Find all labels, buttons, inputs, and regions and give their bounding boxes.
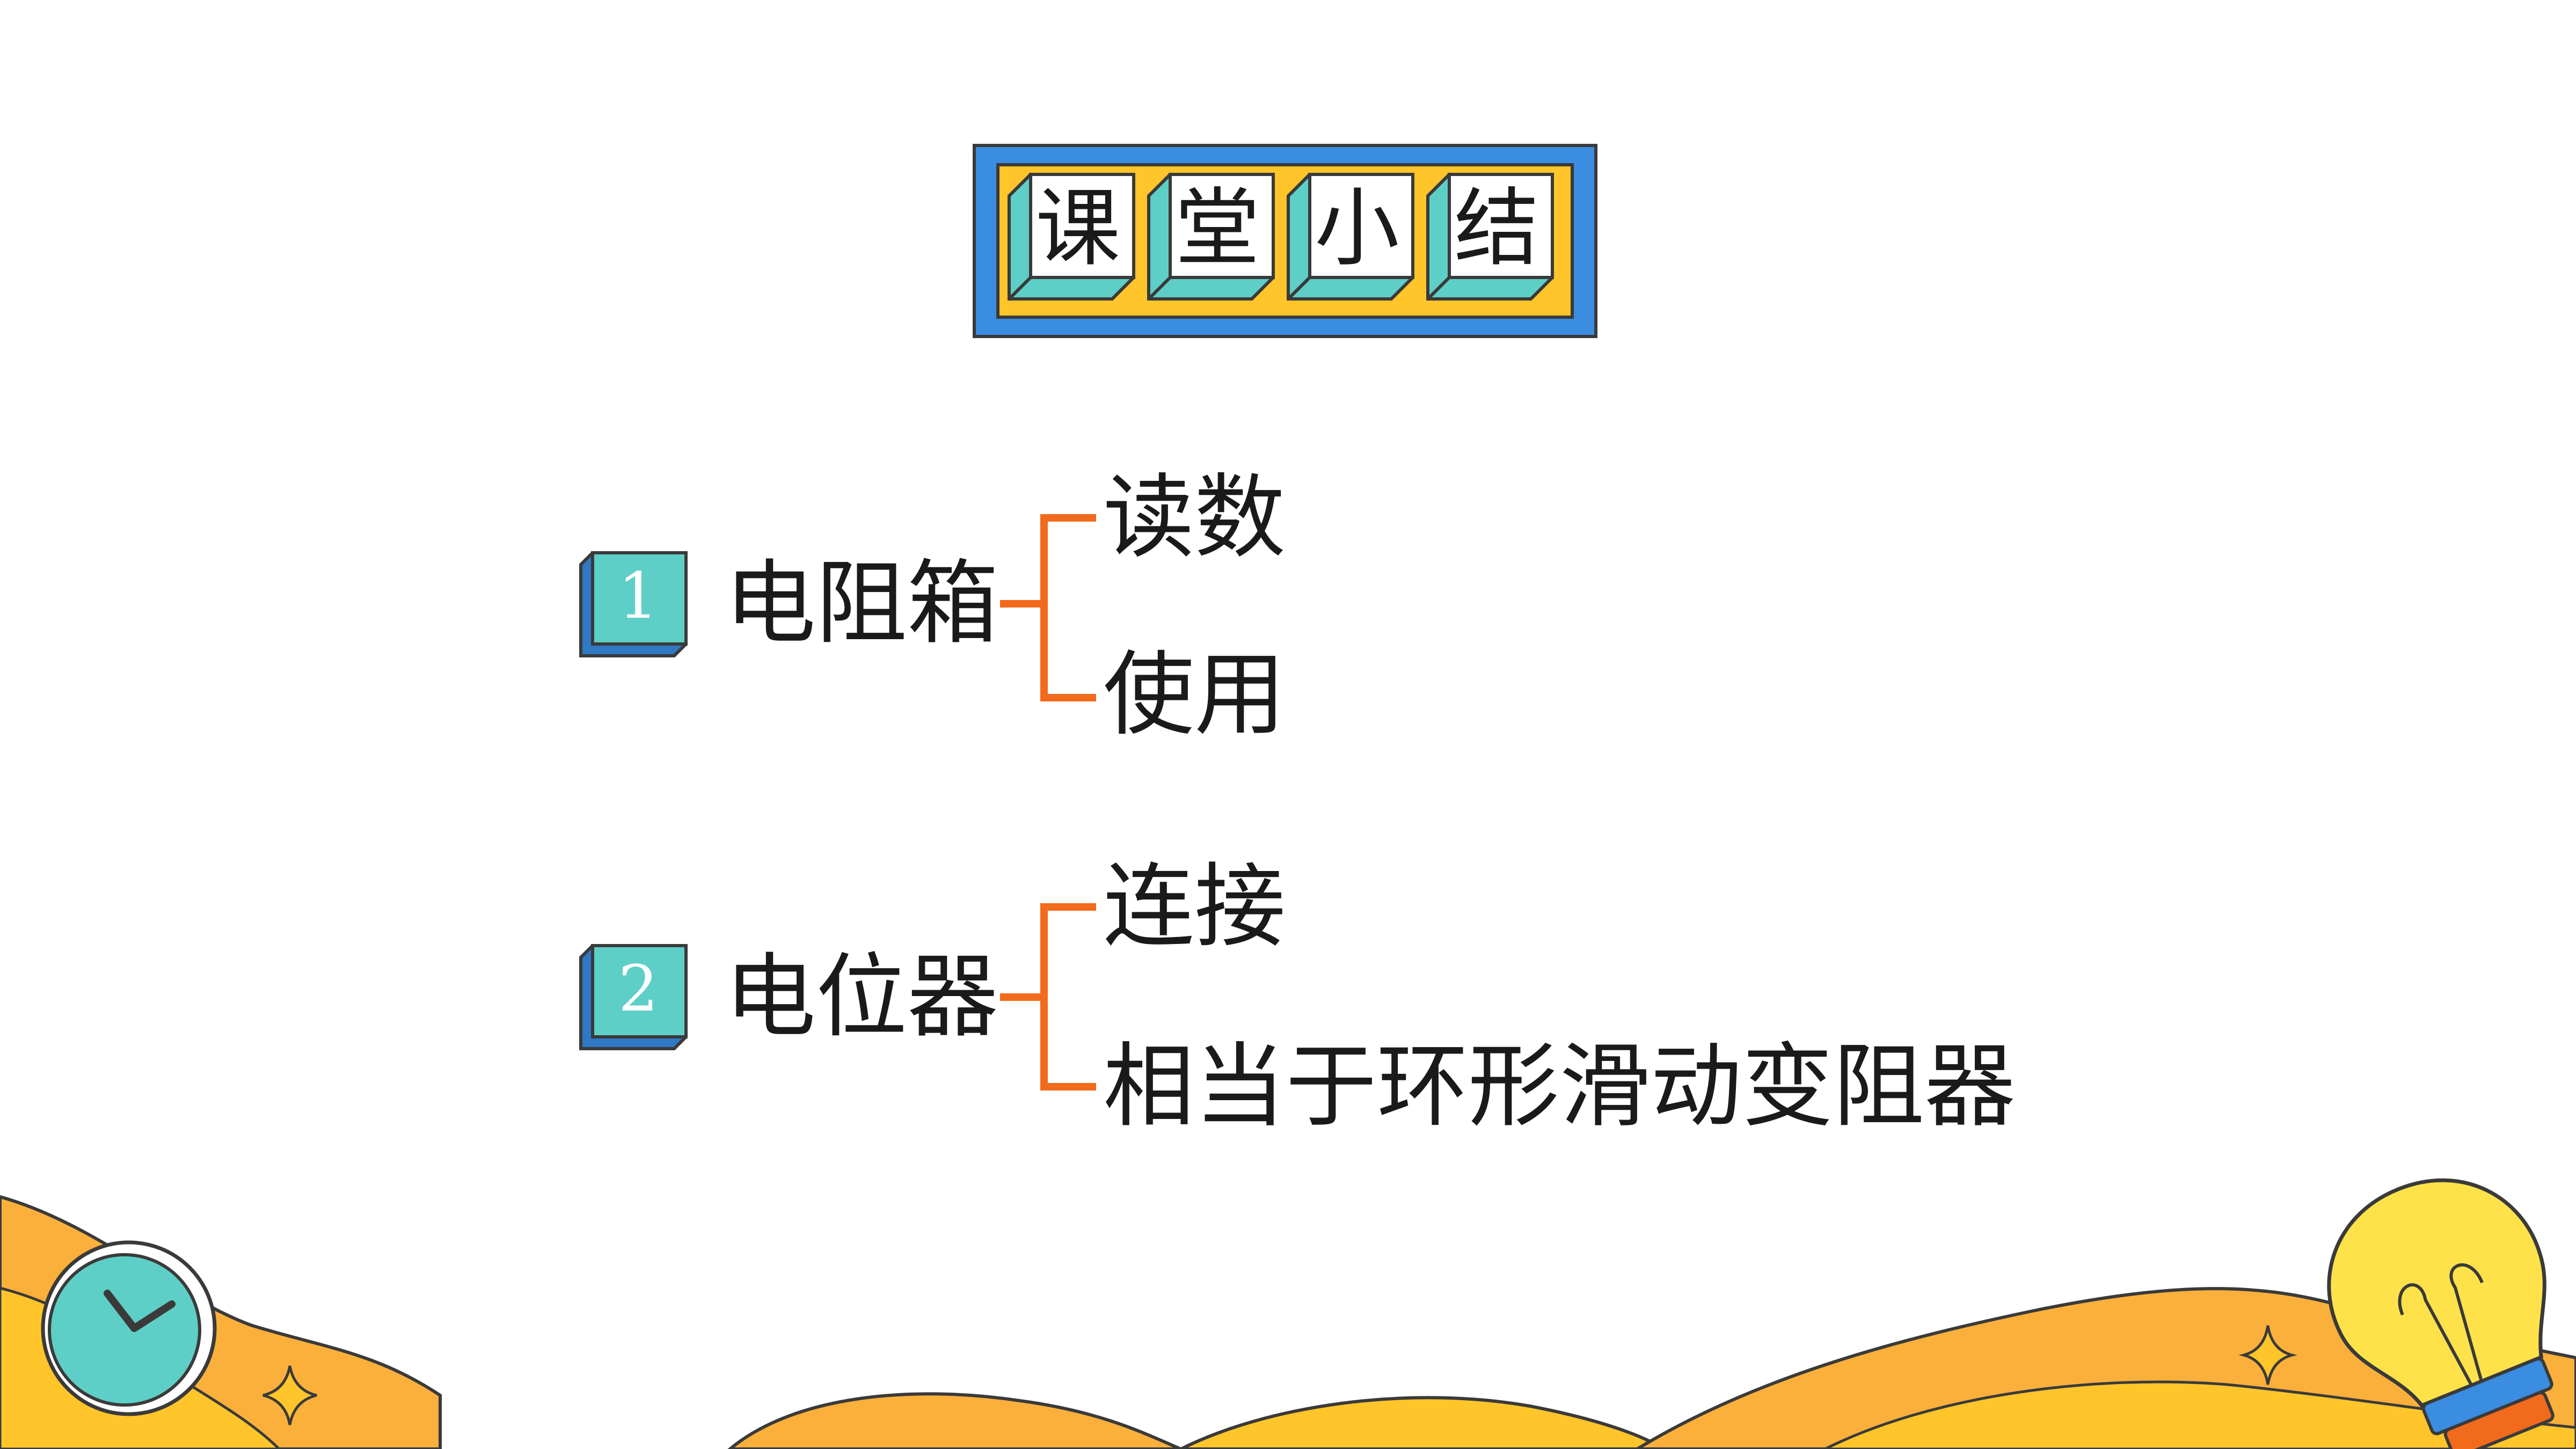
clock-icon xyxy=(41,1240,217,1416)
branch-label: 使用 xyxy=(1103,642,1286,748)
title-char: 结 xyxy=(1454,179,1539,278)
lightbulb-icon xyxy=(2327,1178,2555,1449)
title-char: 小 xyxy=(1315,179,1399,278)
title-char: 课 xyxy=(1035,179,1120,278)
branch-label: 相当于环形滑动变阻器 xyxy=(1103,1034,2016,1140)
sparkle-icon-right xyxy=(2238,1325,2297,1385)
title-char: 堂 xyxy=(1175,179,1260,278)
section-number: 1 xyxy=(618,559,659,633)
section-badge-1: 1 xyxy=(579,551,688,660)
branch-label: 读数 xyxy=(1103,465,1286,571)
title-key: 小 xyxy=(1287,173,1414,301)
title-key: 结 xyxy=(1426,173,1554,301)
sparkle-icon-left xyxy=(262,1365,317,1425)
branch-label: 连接 xyxy=(1103,854,1286,960)
title-key: 课 xyxy=(1008,173,1135,301)
section-badge-2: 2 xyxy=(579,944,688,1053)
wave-center-right xyxy=(1180,1396,1667,1449)
section-number: 2 xyxy=(618,952,659,1026)
topic-label: 电阻箱 xyxy=(725,551,999,657)
title-key: 堂 xyxy=(1147,173,1275,301)
topic-label: 电位器 xyxy=(725,944,999,1050)
wave-center-left xyxy=(727,1392,1182,1449)
